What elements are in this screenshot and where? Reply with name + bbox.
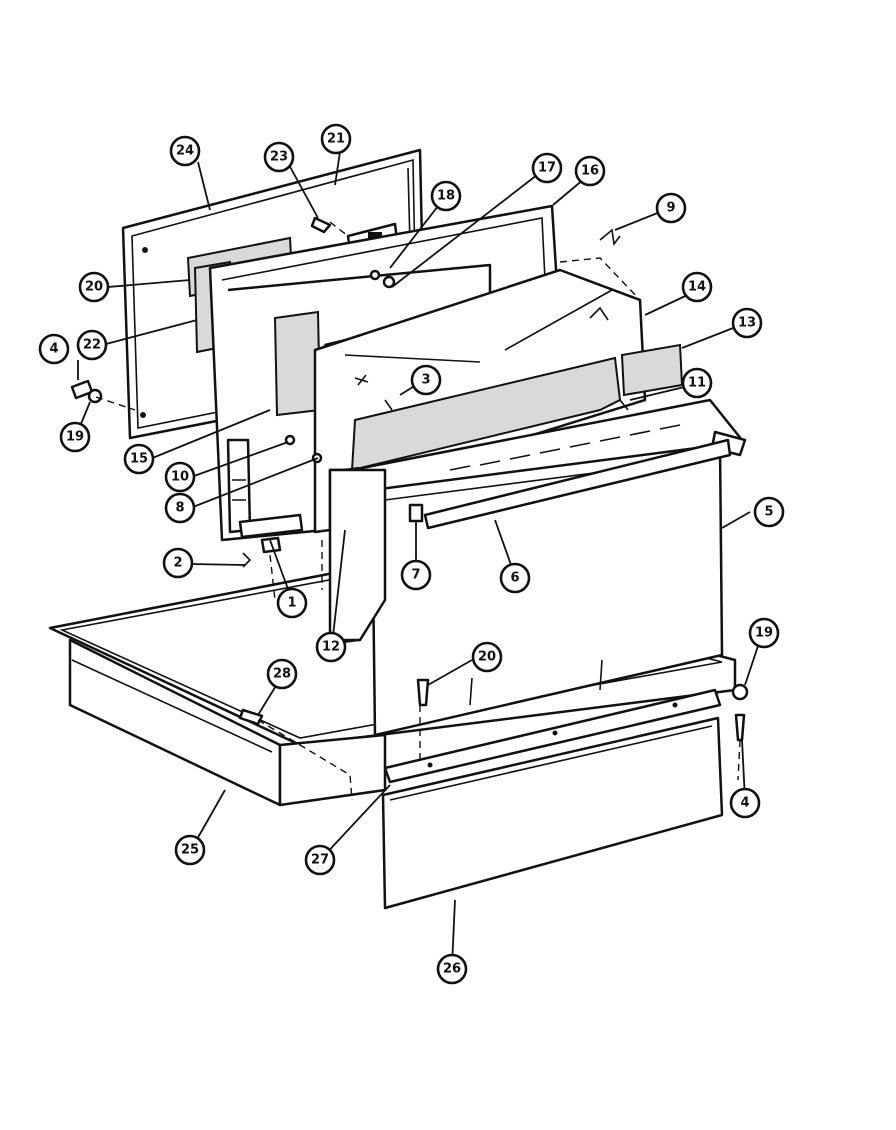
callout-7-label: 7 <box>411 568 420 583</box>
callout-5: 5 <box>753 496 785 528</box>
callout-12: 12 <box>315 631 347 663</box>
callout-22: 22 <box>76 329 108 361</box>
callout-4-left-label: 4 <box>49 342 58 357</box>
callout-4-right-label: 4 <box>740 796 749 811</box>
callout-1: 1 <box>276 587 308 619</box>
callout-3: 3 <box>410 364 442 396</box>
callout-3-label: 3 <box>421 373 430 388</box>
callout-25: 25 <box>174 834 206 866</box>
callout-15-label: 15 <box>130 452 148 467</box>
callout-12-label: 12 <box>322 640 340 655</box>
callout-15: 15 <box>123 443 155 475</box>
callout-25-label: 25 <box>181 843 199 858</box>
callout-24: 24 <box>169 135 201 167</box>
callout-14-label: 14 <box>688 280 706 295</box>
side-trim <box>328 468 387 642</box>
callout-2-label: 2 <box>173 556 182 571</box>
oven-door <box>370 438 732 737</box>
kick-panel <box>381 716 724 910</box>
callout-24-label: 24 <box>176 144 194 159</box>
callout-27: 27 <box>304 844 336 876</box>
callout-22-label: 22 <box>83 338 101 353</box>
callout-16-label: 16 <box>581 164 599 179</box>
callout-19-left: 19 <box>59 421 91 453</box>
callout-27-label: 27 <box>311 853 329 868</box>
callout-21: 21 <box>320 123 352 155</box>
callout-1-label: 1 <box>287 596 296 611</box>
callout-28: 28 <box>266 658 298 690</box>
callout-23-label: 23 <box>270 150 288 165</box>
callout-20-bottom-label: 20 <box>478 650 496 665</box>
callout-11-label: 11 <box>688 376 706 391</box>
callout-7: 7 <box>400 559 432 591</box>
alignment-lines <box>95 221 741 801</box>
callout-11: 11 <box>681 367 713 399</box>
callout-4-left: 4 <box>38 333 70 365</box>
callout-20-bottom: 20 <box>471 641 503 673</box>
callout-17-label: 17 <box>538 161 556 176</box>
callout-9: 9 <box>655 192 687 224</box>
callout-26: 26 <box>436 953 468 985</box>
callout-10: 10 <box>164 461 196 493</box>
callout-6-label: 6 <box>510 571 519 586</box>
callout-14: 14 <box>681 271 713 303</box>
middle-panel <box>208 204 559 542</box>
callout-6: 6 <box>499 562 531 594</box>
callout-20-top-label: 20 <box>85 280 103 295</box>
callout-23: 23 <box>263 141 295 173</box>
callout-16: 16 <box>574 155 606 187</box>
callout-18: 18 <box>430 180 462 212</box>
callout-19-right: 19 <box>748 617 780 649</box>
callout-5-label: 5 <box>764 505 773 520</box>
callout-4-right: 4 <box>729 787 761 819</box>
callout-2: 2 <box>162 547 194 579</box>
callout-10-label: 10 <box>171 470 189 485</box>
callout-8-label: 8 <box>175 501 184 516</box>
callout-21-label: 21 <box>327 132 345 147</box>
callout-13-label: 13 <box>738 316 756 331</box>
callout-8: 8 <box>164 492 196 524</box>
callout-19-right-label: 19 <box>755 626 773 641</box>
callout-17: 17 <box>531 152 563 184</box>
callout-9-label: 9 <box>666 201 675 216</box>
callout-26-label: 26 <box>443 962 461 977</box>
callout-18-label: 18 <box>437 189 455 204</box>
callout-20-top: 20 <box>78 271 110 303</box>
callout-28-label: 28 <box>273 667 291 682</box>
bottom-rail <box>383 688 722 784</box>
callout-13: 13 <box>731 307 763 339</box>
callout-19-left-label: 19 <box>66 430 84 445</box>
